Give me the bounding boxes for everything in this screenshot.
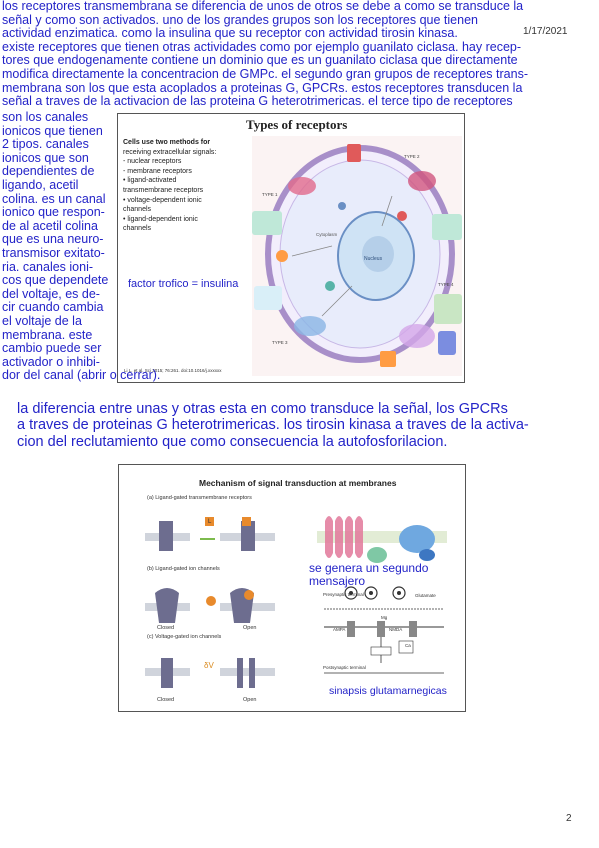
text-line: actividad enzimatica. como la insulina q… bbox=[2, 26, 458, 41]
gpcr-diagram bbox=[317, 516, 447, 563]
text-line: el voltaje de la bbox=[2, 313, 82, 328]
channel-state-open: Open bbox=[243, 697, 257, 703]
list-item: • voltage-dependent ionic bbox=[123, 196, 202, 204]
synapse-label: Mg bbox=[381, 615, 388, 620]
text-line: a traves de proteinas G heterotrimericas… bbox=[17, 417, 529, 434]
text-line: señal a traves de la activacion de las p… bbox=[2, 94, 513, 109]
text-line: membrana. este bbox=[2, 327, 93, 342]
text-line: cir cuando cambia bbox=[2, 300, 104, 315]
text-line: transmisor exitato- bbox=[2, 245, 105, 260]
diagram-label: Cytoplasm bbox=[316, 232, 338, 237]
list-item: • ligand-activated bbox=[123, 177, 177, 185]
slide-signal-transduction: Mechanism of signal transduction at memb… bbox=[118, 464, 466, 712]
channel-state-closed: Closed bbox=[157, 697, 175, 703]
list-intro: receiving extracellular signals: bbox=[123, 148, 217, 156]
list-item: - nuclear receptors bbox=[123, 158, 182, 166]
panel-label: (c) Voltage-gated ion channels bbox=[147, 634, 222, 640]
list-item: • ligand-dependent ionic bbox=[123, 215, 198, 223]
middle-paragraph: la diferencia entre unas y otras esta en… bbox=[17, 401, 529, 450]
list-item: channels bbox=[123, 225, 152, 233]
text-line: cambio puede ser bbox=[2, 341, 102, 356]
text-line: los receptores transmembrana se diferenc… bbox=[2, 0, 524, 13]
receptor-methods-list: Cells use two methods for receiving extr… bbox=[123, 138, 216, 234]
top-paragraph: los receptores transmembrana se diferenc… bbox=[2, 0, 528, 109]
text-line: ionicos que son bbox=[2, 150, 89, 165]
text-line: son los canales bbox=[2, 110, 89, 124]
text-line: dor del canal (abrir o cerrar). bbox=[2, 368, 161, 383]
synapse-label: AMPA bbox=[333, 627, 346, 632]
text-line: tores que endogenamente contiene un domi… bbox=[2, 53, 518, 68]
list-item: - membrane receptors bbox=[123, 167, 192, 175]
channel-state-closed: Closed bbox=[157, 625, 175, 631]
panel-label: (b) Ligand-gated ion channels bbox=[147, 566, 220, 572]
text-line: ligando, acetil bbox=[2, 177, 79, 192]
diagram-label: Nucleus bbox=[364, 256, 383, 262]
text-line: cos que dependete bbox=[2, 273, 109, 288]
text-line: colina. es un canal bbox=[2, 191, 106, 206]
text-line: activador o inhibi- bbox=[2, 354, 100, 369]
diagram-label: TYPE 4 bbox=[438, 282, 454, 287]
synapse-label: Glutamate bbox=[415, 593, 436, 598]
text-line: membrana son los que esta acoplados a pr… bbox=[2, 80, 523, 95]
voltage-change-label: δV bbox=[204, 661, 214, 670]
slide-title: Types of receptors bbox=[246, 117, 348, 132]
slide-title: Mechanism of signal transduction at memb… bbox=[199, 478, 397, 488]
citation: Li L. et al. Sci 2015; 76:261. doi:10.10… bbox=[124, 368, 222, 373]
diagram-label: TYPE 1 bbox=[262, 192, 278, 197]
text-line: del voltaje, es de- bbox=[2, 286, 100, 301]
annotation-second-messenger: se genera un segundo bbox=[309, 561, 429, 575]
text-line: 2 tipos. canales bbox=[2, 137, 89, 152]
text-line: la diferencia entre unas y otras esta en… bbox=[17, 401, 508, 417]
text-line: existe receptores que tienen otras activ… bbox=[2, 39, 522, 54]
channel-state-open: Open bbox=[243, 625, 257, 631]
text-line: que es una neuro- bbox=[2, 232, 104, 247]
list-item: channels bbox=[123, 206, 152, 214]
list-intro: Cells use two methods for bbox=[123, 139, 211, 146]
ligand-label: L bbox=[208, 519, 212, 525]
page-date: 1/17/2021 bbox=[523, 26, 568, 37]
synapse-label: Presynaptic terminal bbox=[323, 592, 364, 597]
annotation-glutamatergic-synapse: sinapsis glutamarnegicas bbox=[329, 685, 447, 697]
diagram-label: TYPE 2 bbox=[404, 154, 420, 159]
annotation-trophic-factor: factor trofico = insulina bbox=[128, 278, 239, 290]
synapse-label: Postsynaptic terminal bbox=[323, 665, 366, 670]
receptor-cell-diagram: TYPE 2 TYPE 1 TYPE 3 TYPE 4 Nucleus Cyto… bbox=[252, 136, 462, 376]
panel-label: (a) Ligand-gated transmembrane receptors bbox=[147, 495, 252, 501]
page-number: 2 bbox=[566, 813, 572, 824]
annotation-second-messenger: mensajero bbox=[309, 574, 366, 588]
diagram-label: TYPE 3 bbox=[272, 340, 288, 345]
text-line: ria. canales ioni- bbox=[2, 259, 94, 274]
text-line: modifica directamente la concentracion d… bbox=[2, 66, 528, 81]
synapse-label: NMDA bbox=[389, 627, 403, 632]
text-line: ionico que respon- bbox=[2, 205, 105, 220]
mechanism-panels bbox=[145, 517, 275, 688]
text-line: señal y como son activados. uno de los g… bbox=[2, 12, 478, 27]
slide-types-of-receptors: Types of receptors Cells use two methods… bbox=[117, 113, 465, 383]
list-item: transmembrane receptors bbox=[123, 186, 204, 194]
synapse-label: Ca bbox=[405, 643, 411, 648]
side-paragraph: son los canales ionicos que tienen 2 tip… bbox=[2, 110, 161, 383]
glutamatergic-synapse-diagram bbox=[324, 586, 444, 674]
text-line: cion del reclutamiento que como consecue… bbox=[17, 433, 448, 450]
text-line: ionicos que tienen bbox=[2, 123, 103, 138]
text-line: de al acetil colina bbox=[2, 218, 98, 233]
text-line: dependientes de bbox=[2, 164, 95, 179]
